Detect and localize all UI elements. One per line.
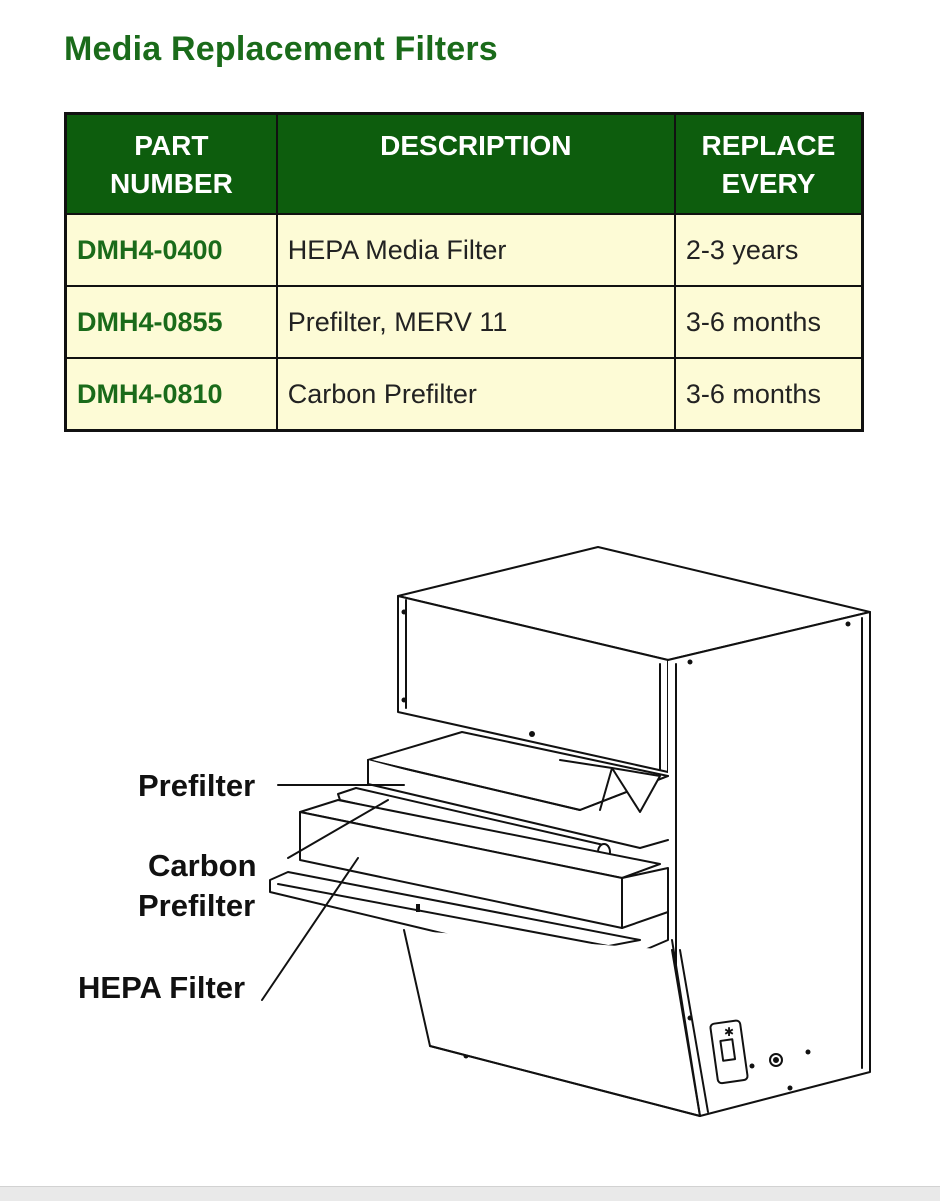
label-prefilter: Prefilter: [138, 768, 256, 803]
prefilter-front: [367, 759, 669, 849]
label-hepa-filter: HEPA Filter: [78, 970, 246, 1005]
part-number-cell: DMH4-0400: [64, 213, 278, 287]
cabinet-lower-body: [403, 929, 701, 1117]
replace-interval-cell: 3-6 months: [673, 285, 864, 359]
header-part-line1: PART: [134, 130, 209, 161]
hepa-filter-leader: [261, 857, 359, 1001]
filter-diagram: ✱ Prefilter Carbon Prefilter HEPA Filter: [0, 470, 940, 1150]
carbon-prefilter-leader: [287, 799, 389, 859]
header-replace-every: REPLACE EVERY: [673, 112, 864, 215]
header-description: DESCRIPTION: [275, 112, 676, 215]
header-part-line2: NUMBER: [109, 168, 233, 199]
table-row: DMH4-0855 Prefilter, MERV 11 3-6 months: [64, 285, 864, 359]
table-row: DMH4-0810 Carbon Prefilter 3-6 months: [64, 357, 864, 432]
page-bottom-divider: [0, 1186, 940, 1201]
description-cell: HEPA Media Filter: [275, 213, 676, 287]
label-carbon-line1: Carbon: [148, 848, 257, 883]
cabinet-side-panel: [667, 611, 871, 1117]
label-carbon-line2: Prefilter: [138, 888, 256, 923]
page-title: Media Replacement Filters: [64, 30, 498, 68]
header-replace-line1: REPLACE: [701, 130, 836, 161]
part-number-cell: DMH4-0810: [64, 357, 278, 432]
air-cleaner-illustration: ✱: [261, 546, 871, 1117]
header-part-number: PART NUMBER: [64, 112, 278, 215]
svg-text:✱: ✱: [724, 1025, 734, 1039]
screw-dots: [401, 609, 851, 1091]
replace-interval-cell: 3-6 months: [673, 357, 864, 432]
description-cell: Prefilter, MERV 11: [275, 285, 676, 359]
header-replace-line2: EVERY: [721, 168, 816, 199]
table-row: DMH4-0400 HEPA Media Filter 2-3 years: [64, 213, 864, 287]
table-header-row: PART NUMBER DESCRIPTION REPLACE EVERY: [64, 112, 864, 215]
part-number-cell: DMH4-0855: [64, 285, 278, 359]
leader-lines: [261, 784, 405, 1001]
filters-table: PART NUMBER DESCRIPTION REPLACE EVERY DM…: [64, 112, 864, 432]
replace-interval-cell: 2-3 years: [673, 213, 864, 287]
description-cell: Carbon Prefilter: [275, 357, 676, 432]
